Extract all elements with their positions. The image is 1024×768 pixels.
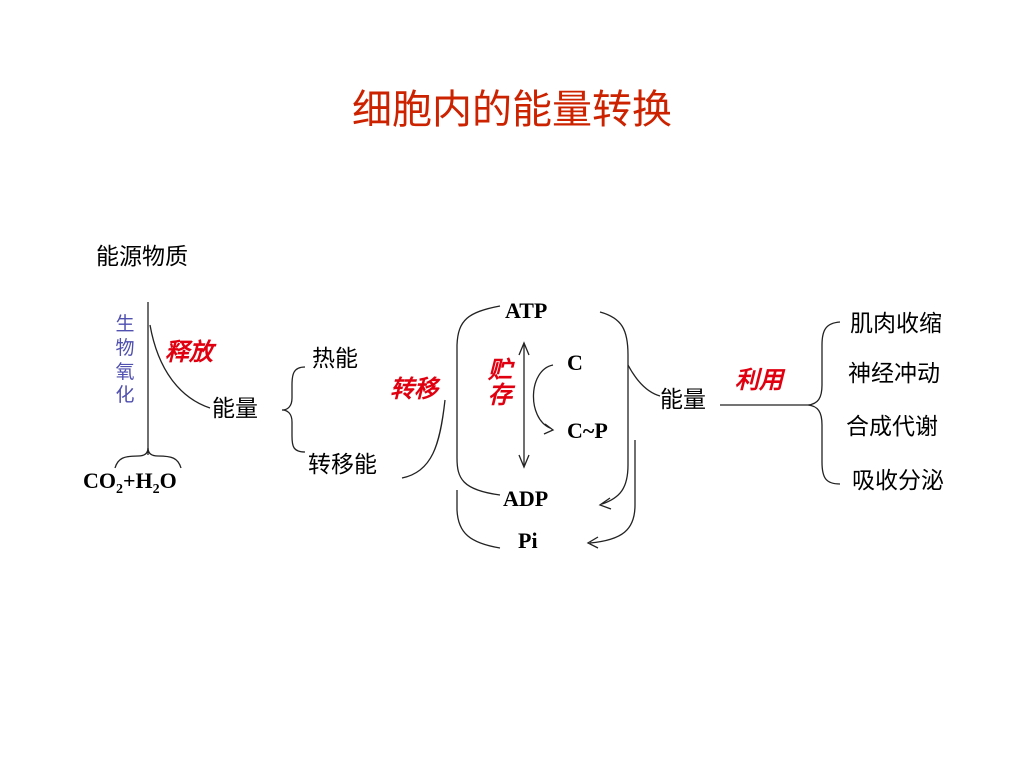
pi-right-bracket [589,440,636,544]
bio-oxidation-label: 生物氧化 [115,313,135,407]
adp-arrowhead [598,497,612,510]
transfer-energy-label: 转移能 [308,452,377,478]
store-arrow-down [518,454,530,469]
energy-sources-label: 能源物质 [96,244,188,270]
transfer-curve [401,399,446,479]
release-label: 释放 [165,337,213,366]
use-nerve-impulse: 神经冲动 [848,361,940,387]
use-anabolism: 合成代谢 [846,414,938,440]
utilize-label: 利用 [735,365,783,394]
uses-brace [807,321,841,485]
atp-label: ATP [505,298,548,323]
store-label: 贮存 [488,355,512,410]
cp-label: C~P [567,418,608,443]
energy-split-brace [281,366,306,453]
use-muscle-contraction: 肌肉收缩 [850,311,942,337]
store-arrow-up [518,341,530,356]
release-curve [149,324,211,409]
c-label: C [567,350,583,375]
adp-label: ADP [503,486,549,511]
use-absorption-secretion: 吸收分泌 [852,468,944,494]
c-to-cp-arrowhead [543,423,555,435]
page-title: 细胞内的能量转换 [352,87,672,133]
atp-energy-curve [627,364,661,397]
c-to-cp-curve [532,364,554,429]
pi-arrowhead [586,536,599,549]
atp-adp-left-bracket [456,305,501,496]
products-brace [114,447,182,469]
pi-left-bracket [456,490,501,549]
transfer-label: 转移 [390,374,438,403]
pi-label: Pi [518,528,538,553]
heat-energy-label: 热能 [312,346,358,372]
atp-adp-right-bracket [599,311,629,505]
energy-right-label: 能量 [660,387,706,413]
products-formula: CO2+H2O [83,468,177,497]
energy-left-label: 能量 [212,396,258,422]
